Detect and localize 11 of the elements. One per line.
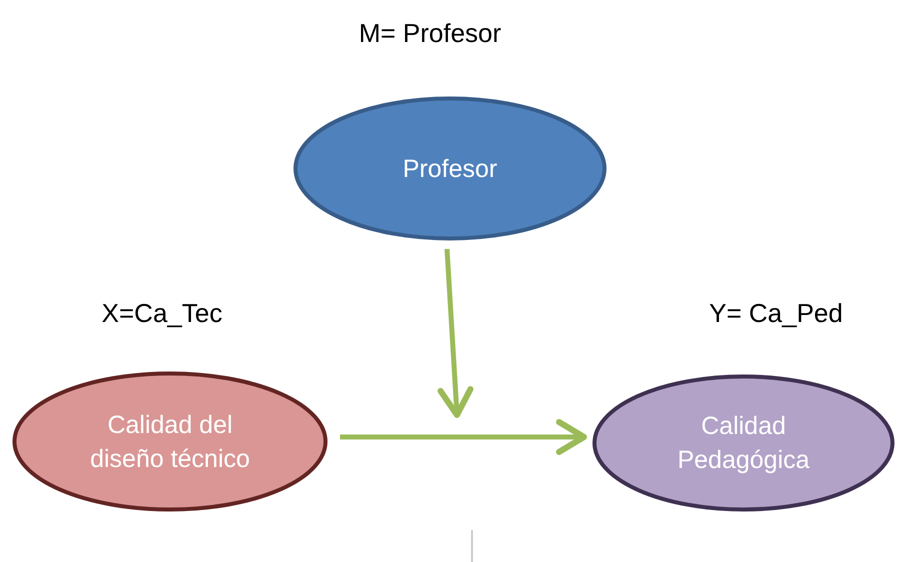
ellipse-node	[592, 374, 895, 512]
arrow	[438, 248, 474, 418]
ellipse-node	[293, 96, 607, 241]
node-label: Calidad del diseño técnico	[89, 410, 251, 474]
arrow	[340, 419, 587, 455]
node-label: Calidad Pedagógica	[676, 411, 811, 476]
variable-label: Y= Ca_Ped	[709, 297, 843, 330]
ellipse-node	[12, 371, 328, 512]
variable-label: X=Ca_Tec	[102, 297, 222, 330]
node-label: Profesor	[402, 154, 498, 184]
variable-label: M= Profesor	[358, 17, 502, 50]
